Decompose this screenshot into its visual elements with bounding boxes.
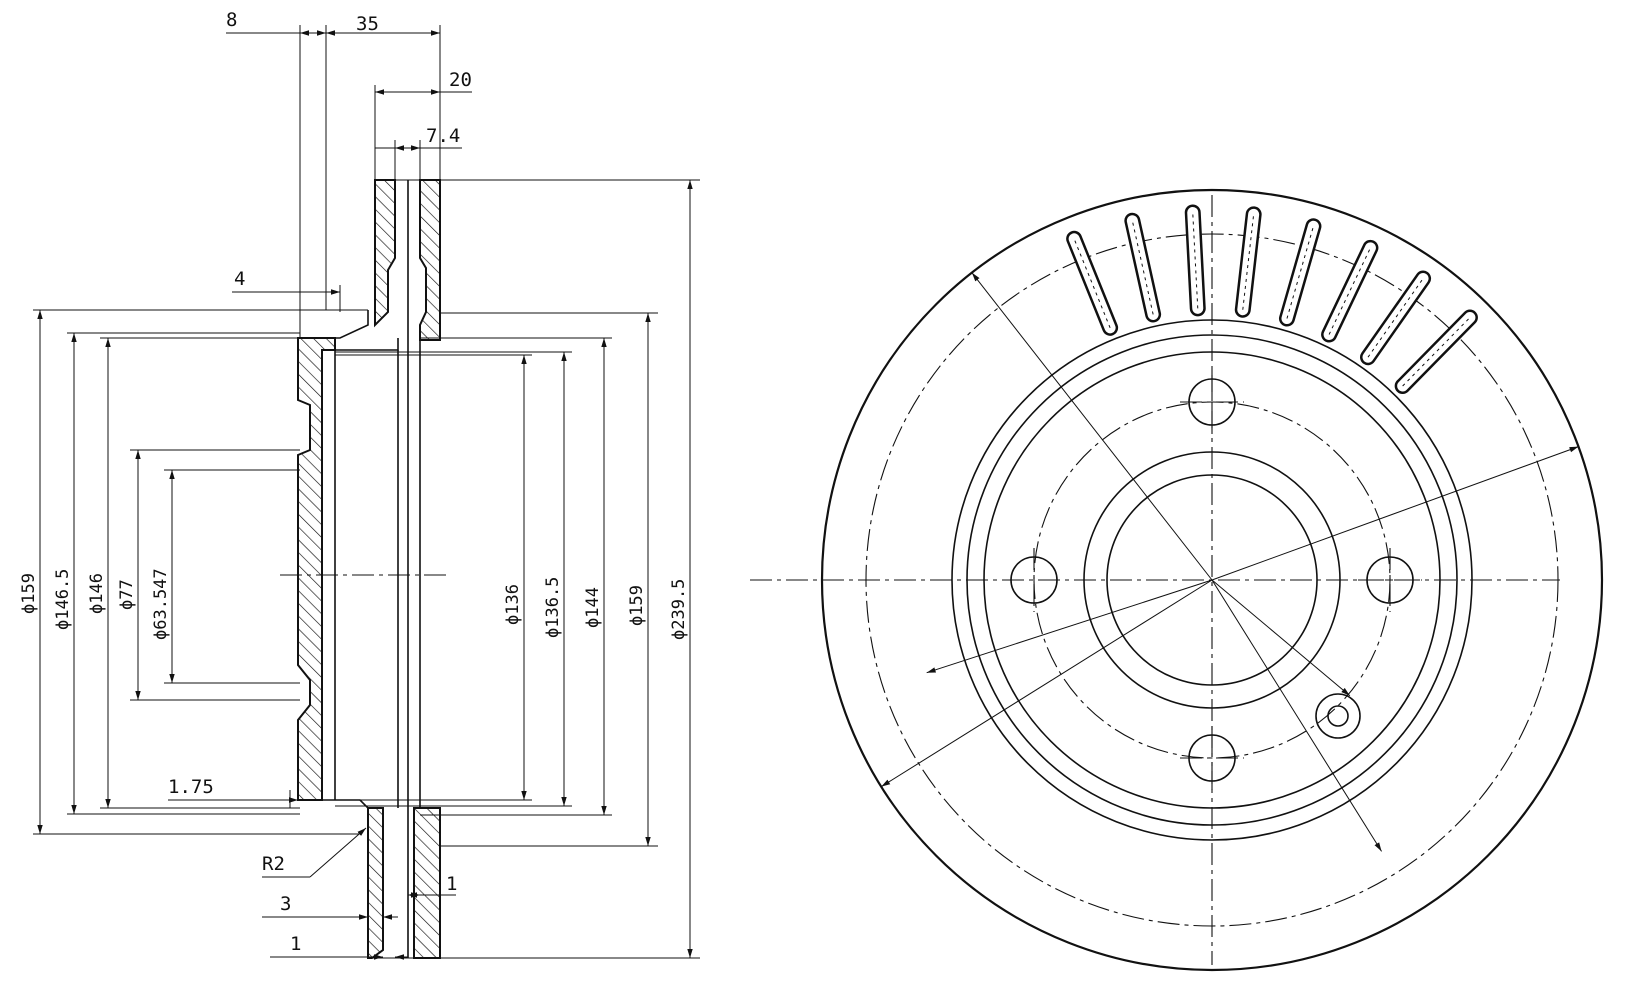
dim-phi136: ϕ136 xyxy=(503,584,523,625)
radial-leader xyxy=(881,580,1212,787)
dim-phi146: ϕ146 xyxy=(87,573,107,614)
dim-phi146-5: ϕ146.5 xyxy=(53,569,73,630)
dim-35: 35 xyxy=(356,13,379,35)
outer-friction-plate xyxy=(375,180,395,325)
front-view xyxy=(750,190,1602,970)
dim-phi144: ϕ144 xyxy=(583,587,603,628)
hat-wall xyxy=(298,338,335,800)
dim-1: 1 xyxy=(290,933,301,955)
dim-8: 8 xyxy=(226,9,237,31)
dim-1-75: 1.75 xyxy=(168,776,214,798)
dim-phi136-5: ϕ136.5 xyxy=(543,577,563,638)
locator-hole xyxy=(1316,694,1360,738)
inner-friction-plate-lower xyxy=(414,808,440,958)
dim-4: 4 xyxy=(234,268,245,290)
radial-leader xyxy=(927,580,1212,673)
dim-phi159-right: ϕ159 xyxy=(627,585,647,626)
hat-outline xyxy=(322,310,398,808)
radial-leader-lines xyxy=(881,273,1578,852)
locator-hole-inner xyxy=(1328,706,1348,726)
dim-r2: R2 xyxy=(262,853,285,875)
dim-phi63-547: ϕ63.547 xyxy=(151,568,171,640)
radial-leader xyxy=(1212,580,1350,696)
outer-friction-plate-lower xyxy=(368,808,383,958)
dim-20: 20 xyxy=(449,69,472,91)
dim-phi239-5: ϕ239.5 xyxy=(669,579,689,640)
right-diameter-dims: ϕ136 ϕ136.5 ϕ144 ϕ159 ϕ239.5 xyxy=(335,180,700,958)
dim-7-4: 7.4 xyxy=(426,125,460,147)
dim-phi159-left: ϕ159 xyxy=(19,573,39,614)
section-view: 8 35 20 7.4 4 ϕ159 ϕ146.5 ϕ146 xyxy=(19,9,700,958)
dim-1-right: 1 xyxy=(446,873,457,895)
radial-leader xyxy=(1212,447,1578,580)
dim-3: 3 xyxy=(280,893,291,915)
inner-friction-plate xyxy=(420,180,440,340)
dim-phi77: ϕ77 xyxy=(117,579,137,610)
